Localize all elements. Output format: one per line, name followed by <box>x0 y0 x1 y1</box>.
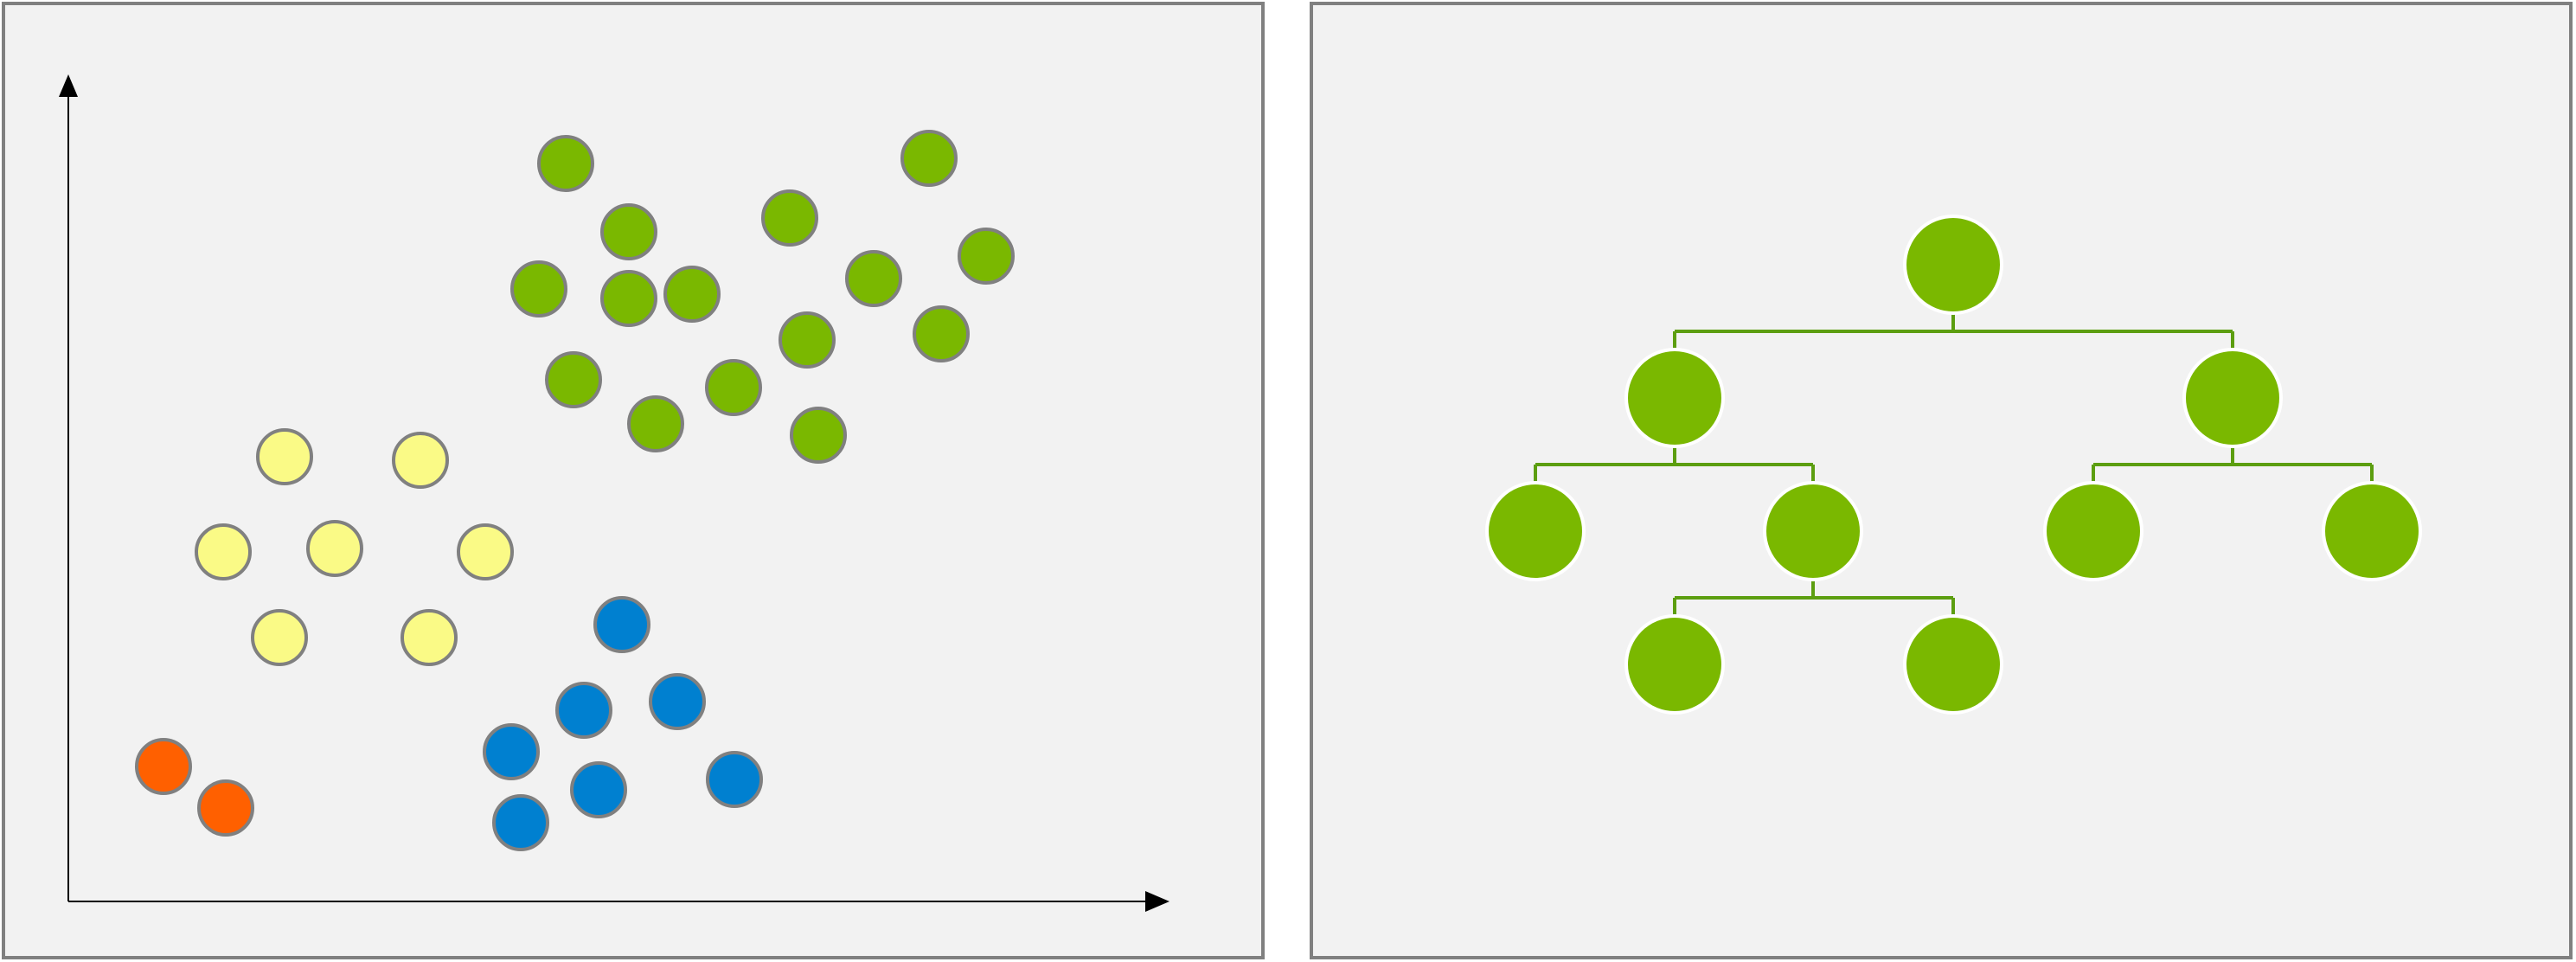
tree-node <box>2182 348 2283 448</box>
blue-cluster-point <box>555 682 612 739</box>
green-cluster-point <box>545 351 602 408</box>
green-cluster-point <box>790 407 847 464</box>
orange-cluster-point <box>135 738 192 795</box>
green-cluster-point <box>663 266 721 323</box>
tree-nodes <box>1485 215 2422 715</box>
tree-node <box>2043 481 2143 581</box>
yellow-cluster-point <box>457 523 514 580</box>
scatter-plot <box>59 74 1169 912</box>
tree-root-node <box>1903 215 2003 315</box>
x-axis-arrow-icon <box>1145 891 1169 912</box>
yellow-cluster-point <box>306 520 363 577</box>
cluster-points <box>135 130 1015 851</box>
tree-node <box>1763 481 1863 581</box>
green-cluster-point <box>779 311 836 369</box>
green-cluster-point <box>510 260 567 317</box>
scatter-panel <box>2 2 1265 959</box>
blue-cluster-point <box>649 673 706 730</box>
green-cluster-point <box>761 189 818 247</box>
green-cluster-point <box>627 395 684 452</box>
green-cluster-point <box>705 359 762 416</box>
green-cluster-point <box>900 130 958 187</box>
green-cluster-point <box>958 228 1015 285</box>
blue-cluster-point <box>593 596 650 653</box>
yellow-cluster-point <box>392 432 449 489</box>
tree-panel <box>1310 2 2573 959</box>
blue-cluster-point <box>483 723 540 780</box>
green-cluster-point <box>600 270 657 327</box>
tree-node <box>1903 614 2003 715</box>
blue-cluster-point <box>492 794 549 851</box>
orange-cluster-point <box>197 779 254 837</box>
tree-node <box>1624 614 1725 715</box>
tree-node <box>2322 481 2422 581</box>
green-cluster-point <box>913 305 970 362</box>
green-cluster-point <box>600 203 657 260</box>
yellow-cluster-point <box>400 609 458 666</box>
tree-node <box>1624 348 1725 448</box>
yellow-cluster-point <box>195 523 252 580</box>
tree-edges <box>1534 313 2374 616</box>
green-cluster-point <box>845 250 902 307</box>
yellow-cluster-point <box>256 428 313 485</box>
blue-cluster-point <box>706 751 763 808</box>
tree-diagram <box>1485 215 2422 715</box>
y-axis-arrow-icon <box>59 74 78 97</box>
tree-node <box>1485 481 1586 581</box>
yellow-cluster-point <box>251 609 308 666</box>
green-cluster-point <box>537 135 594 192</box>
blue-cluster-point <box>570 761 627 818</box>
